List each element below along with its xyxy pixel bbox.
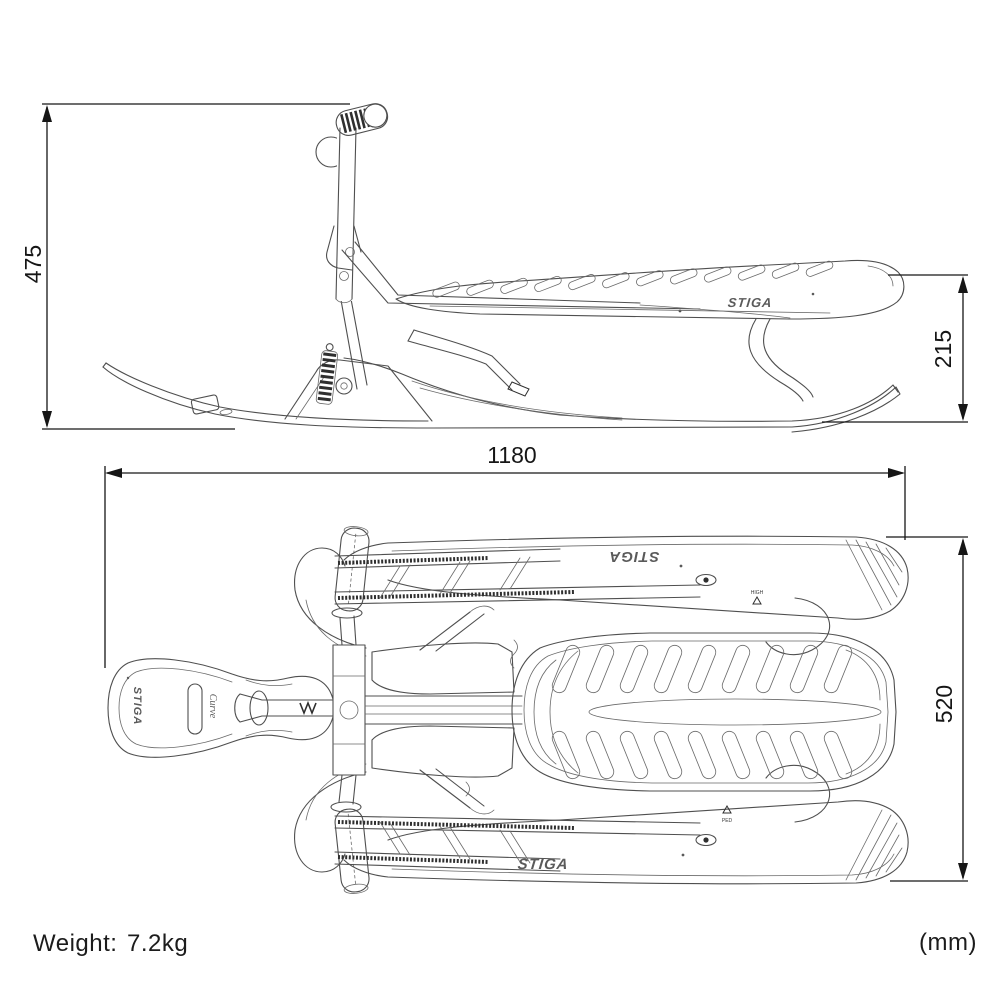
seat-side: STIGA xyxy=(395,259,905,402)
dimension-height-475: 475 xyxy=(20,103,350,430)
suspension-spring xyxy=(315,343,339,405)
handlebar-top xyxy=(294,526,370,894)
notes: Weight: 7.2kg (mm) xyxy=(33,929,977,957)
arrowhead-down xyxy=(958,863,968,880)
stiga-logo-runner-lower: STIGA xyxy=(517,856,570,873)
stiga-logo-seat-side: STIGA xyxy=(727,295,773,310)
steering-shaft-side xyxy=(315,298,368,405)
dim-label-475: 475 xyxy=(20,245,46,283)
steering-linkage-top xyxy=(234,690,336,726)
runner-upper-top: STIGA HIGH xyxy=(334,535,909,620)
stiga-logo-ski-top: STIGA xyxy=(131,687,143,726)
rear-frame-tubes-top xyxy=(765,597,831,823)
arrowhead-left xyxy=(105,468,122,478)
dim-label-520: 520 xyxy=(931,685,957,723)
rear-runner-side xyxy=(343,357,899,422)
svg-text:HIGH: HIGH xyxy=(751,590,764,596)
weight-value: 7.2kg xyxy=(127,930,188,957)
runner-lower-emblem xyxy=(695,833,717,847)
units-note: (mm) xyxy=(919,929,977,956)
dimension-width-520: 520 xyxy=(886,536,968,882)
arrowhead-up xyxy=(958,538,968,555)
registered-mark-dot xyxy=(811,292,815,296)
dimension-seat-height-215: 215 xyxy=(822,274,968,423)
runner-upper-warning: HIGH xyxy=(751,590,764,605)
seat-ribs-top xyxy=(549,642,855,782)
seat-ribs-side xyxy=(431,259,835,299)
runner-lower-top: STIGA PED xyxy=(334,800,909,885)
dimension-length-1180: 1180 xyxy=(104,442,906,668)
arrowhead-down xyxy=(42,411,52,428)
steering-post-top xyxy=(332,644,366,776)
front-ski-side xyxy=(102,359,901,433)
curve-script-logo: Curve xyxy=(207,694,218,719)
frame-top xyxy=(364,605,523,815)
steering-column-side xyxy=(315,103,389,304)
arrowhead-up xyxy=(958,276,968,293)
frame-beam-side xyxy=(341,241,791,319)
handlebar-grip-side xyxy=(335,103,389,136)
dim-label-1180: 1180 xyxy=(487,442,536,468)
seat-support-tube-side xyxy=(748,318,814,402)
top-view: STIGA Curve xyxy=(107,526,909,894)
seat-top xyxy=(511,632,897,792)
footrest-side xyxy=(407,329,530,397)
arrowhead-right xyxy=(888,468,905,478)
dim-label-215: 215 xyxy=(930,330,956,368)
arrowhead-up xyxy=(42,105,52,122)
arrowhead-down xyxy=(958,404,968,421)
runner-upper-emblem xyxy=(695,573,717,587)
ski-pivot-bar xyxy=(187,683,203,735)
stiga-logo-runner-upper: STIGA xyxy=(609,548,660,565)
runner-lower-warning: PED xyxy=(722,804,733,824)
weight-label: Weight: xyxy=(33,930,117,957)
side-view: STIGA xyxy=(102,103,905,433)
front-ski-top: STIGA Curve xyxy=(107,658,336,758)
svg-text:PED: PED xyxy=(722,818,733,824)
registered-mark-dot xyxy=(126,676,130,680)
